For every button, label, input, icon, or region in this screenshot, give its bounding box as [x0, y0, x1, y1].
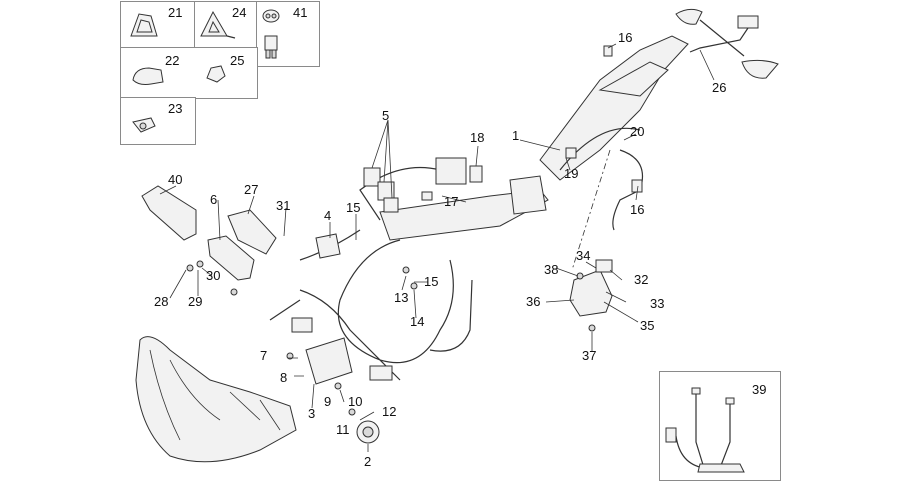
callout-34: 34 [576, 248, 590, 263]
callout-29: 29 [188, 294, 202, 309]
callout-37: 37 [582, 348, 596, 363]
callout-31: 31 [276, 198, 290, 213]
callout-2: 2 [364, 454, 371, 469]
cable-assembly-icon [665, 387, 745, 473]
fuse-box [435, 157, 467, 185]
turn-signal-right [741, 59, 779, 79]
rear-frame-part-1 [539, 35, 689, 181]
callout-11: 11 [336, 422, 350, 437]
panel-part-6 [207, 235, 255, 281]
callout-7: 7 [260, 348, 267, 363]
inset-label-22: 22 [165, 53, 180, 68]
control-unit-part-3 [305, 337, 353, 385]
bracket-part-27 [227, 209, 277, 255]
callout-6: 6 [210, 192, 217, 207]
inset-label-41: 41 [293, 5, 308, 20]
callout-36: 36 [526, 294, 540, 309]
inset-label-25: 25 [230, 53, 245, 68]
inset-box-39: 39 [659, 371, 781, 481]
callout-33: 33 [650, 296, 664, 311]
callout-15a: 15 [346, 200, 360, 215]
callout-17: 17 [444, 194, 458, 209]
callout-26: 26 [712, 80, 726, 95]
headlight-assembly [135, 336, 297, 463]
callout-12: 12 [382, 404, 396, 419]
callout-10: 10 [348, 394, 362, 409]
turn-signal-left [675, 8, 703, 25]
inset-box-41: 41 [256, 1, 320, 67]
callout-38: 38 [544, 262, 558, 277]
inset-box-23: 23 [120, 97, 196, 145]
callout-40: 40 [168, 172, 182, 187]
inset-box-21: 21 [120, 1, 196, 49]
callout-14: 14 [410, 314, 424, 329]
callout-16b: 16 [630, 202, 644, 217]
callout-32: 32 [634, 272, 648, 287]
callout-9: 9 [324, 394, 331, 409]
connector-icon [262, 9, 280, 59]
sensor-bracket [569, 269, 613, 317]
callout-30: 30 [206, 268, 220, 283]
callout-5: 5 [382, 108, 389, 123]
cable-tie-icon [200, 10, 236, 39]
callout-4: 4 [324, 208, 331, 223]
inset-label-23: 23 [168, 101, 183, 116]
connector-part-18 [469, 165, 483, 183]
inset-label-24: 24 [232, 5, 247, 20]
callout-27: 27 [244, 182, 258, 197]
bracket-icon [132, 117, 156, 133]
cover-part-40 [141, 185, 197, 241]
callout-15b: 15 [424, 274, 438, 289]
inset-label-39: 39 [752, 382, 767, 397]
callout-18: 18 [470, 130, 484, 145]
callout-20: 20 [630, 124, 644, 139]
callout-13: 13 [394, 290, 408, 305]
callout-16a: 16 [618, 30, 632, 45]
callout-19: 19 [564, 166, 578, 181]
harness-tray [379, 189, 549, 241]
callout-1: 1 [512, 128, 519, 143]
clip-icon [130, 13, 158, 37]
callout-3: 3 [308, 406, 315, 421]
callout-28: 28 [154, 294, 168, 309]
inset-label-21: 21 [168, 5, 183, 20]
clamp-icon [132, 65, 226, 85]
relay-c [383, 197, 399, 213]
callout-8: 8 [280, 370, 287, 385]
callout-35: 35 [640, 318, 654, 333]
